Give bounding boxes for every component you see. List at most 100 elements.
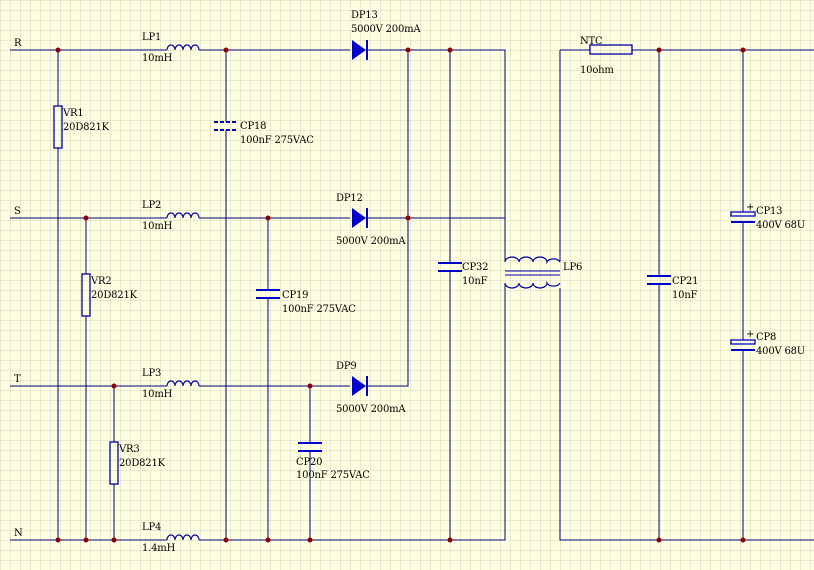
dp13-value: 5000V 200mA xyxy=(351,24,421,35)
inductor-lp4-symbol xyxy=(166,534,200,541)
junction-dot xyxy=(447,47,453,53)
choke-lp6-symbol xyxy=(504,218,561,290)
cp18-ref: CP18 xyxy=(240,121,266,132)
inductor-lp1-symbol xyxy=(166,44,200,51)
lp2-value: 10mH xyxy=(142,221,173,232)
vr3-ref: VR3 xyxy=(118,444,140,455)
capacitor-cp21-symbol xyxy=(647,275,671,285)
junction-dot xyxy=(55,47,61,53)
varistor-vr1[interactable]: VR1 20D821K xyxy=(53,105,110,149)
lp3-ref: LP3 xyxy=(142,368,161,379)
varistor-vr2-symbol xyxy=(81,273,91,317)
diode-dp13[interactable]: DP13 5000V 200mA xyxy=(351,10,422,60)
lp4-value: 1.4mH xyxy=(142,543,176,554)
cp8-polarity: + xyxy=(746,329,754,340)
capacitor-cp18[interactable]: CP18 100nF 275VAC xyxy=(214,121,314,146)
net-label-s: S xyxy=(14,206,21,217)
junction-dot xyxy=(83,537,89,543)
cp8-ref: CP8 xyxy=(756,332,776,343)
inductor-lp3[interactable]: LP3 10mH xyxy=(142,368,200,400)
cp32-ref: CP32 xyxy=(462,262,488,273)
diode-dp12[interactable]: DP12 5000V 200mA xyxy=(336,193,407,247)
capacitor-cp32[interactable]: CP32 10nF xyxy=(438,262,489,287)
choke-lp6[interactable]: LP6 xyxy=(504,218,582,290)
junction-dot xyxy=(405,47,411,53)
diode-dp12-symbol xyxy=(352,208,368,228)
lp6-ref: LP6 xyxy=(563,262,582,273)
cp21-value: 10nF xyxy=(672,290,698,301)
inductor-lp2-symbol xyxy=(166,212,200,219)
capacitor-cp20[interactable]: CP20 100nF 275VAC xyxy=(296,442,370,481)
lp1-ref: LP1 xyxy=(142,32,161,43)
junction-dot xyxy=(265,537,271,543)
junction-dot xyxy=(55,537,61,543)
junction-dot xyxy=(83,215,89,221)
net-label-r: R xyxy=(14,38,22,49)
capacitor-cp13[interactable]: + CP13 400V 68U xyxy=(730,202,805,231)
junction-dot xyxy=(740,537,746,543)
cp19-ref: CP19 xyxy=(282,290,308,301)
capacitor-cp18-symbol xyxy=(214,121,238,131)
inductor-lp2[interactable]: LP2 10mH xyxy=(142,200,200,232)
capacitor-cp13-symbol xyxy=(730,211,756,223)
dp12-value: 5000V 200mA xyxy=(336,236,406,247)
dp9-ref: DP9 xyxy=(336,361,357,372)
dp12-ref: DP12 xyxy=(336,193,363,204)
capacitor-cp8-symbol xyxy=(730,339,756,351)
cp20-ref: CP20 xyxy=(296,457,322,468)
junction-dot xyxy=(405,215,411,221)
inductor-lp4[interactable]: LP4 1.4mH xyxy=(142,522,200,554)
lp2-ref: LP2 xyxy=(142,200,161,211)
capacitor-cp19-symbol xyxy=(256,289,280,299)
ntc-ref: NTC xyxy=(580,36,603,47)
capacitor-cp21[interactable]: CP21 10nF xyxy=(647,275,699,301)
dp9-value: 5000V 200mA xyxy=(336,404,406,415)
cp13-value: 400V 68U xyxy=(756,220,805,231)
junction-dot xyxy=(223,537,229,543)
dp13-ref: DP13 xyxy=(351,10,378,21)
junction-dot xyxy=(447,537,453,543)
diode-dp9[interactable]: DP9 5000V 200mA xyxy=(336,361,407,415)
cp13-polarity: + xyxy=(746,202,754,213)
junction-dot xyxy=(111,383,117,389)
junction-dot xyxy=(265,215,271,221)
capacitor-cp20-symbol xyxy=(298,442,322,452)
vr2-ref: VR2 xyxy=(90,276,112,287)
cp8-value: 400V 68U xyxy=(756,346,805,357)
ntc-value: 10ohm xyxy=(580,65,614,76)
net-label-t: T xyxy=(14,374,21,385)
lp1-value: 10mH xyxy=(142,53,173,64)
vr2-value: 20D821K xyxy=(91,290,138,301)
cp13-ref: CP13 xyxy=(756,206,782,217)
cp18-value: 100nF 275VAC xyxy=(240,135,314,146)
wires xyxy=(10,49,814,541)
vr1-value: 20D821K xyxy=(63,122,110,133)
junction-dot xyxy=(740,47,746,53)
vr1-ref: VR1 xyxy=(62,108,84,119)
thermistor-ntc-symbol xyxy=(589,44,633,55)
junction-dot xyxy=(307,383,313,389)
thermistor-ntc[interactable]: NTC 10ohm xyxy=(580,36,633,76)
varistor-vr2[interactable]: VR2 20D821K xyxy=(81,273,138,317)
diode-dp9-symbol xyxy=(352,376,368,396)
cp21-ref: CP21 xyxy=(672,276,698,287)
varistor-vr1-symbol xyxy=(53,105,63,149)
junction-dot xyxy=(223,47,229,53)
inductor-lp3-symbol xyxy=(166,380,200,387)
capacitor-cp8[interactable]: + CP8 400V 68U xyxy=(730,329,805,357)
cp32-value: 10nF xyxy=(462,276,488,287)
inductor-lp1[interactable]: LP1 10mH xyxy=(142,32,200,64)
varistor-vr3[interactable]: VR3 20D821K xyxy=(109,441,166,485)
capacitor-cp19[interactable]: CP19 100nF 275VAC xyxy=(256,289,356,315)
junction-dot xyxy=(111,537,117,543)
junction-dot xyxy=(307,537,313,543)
lp4-ref: LP4 xyxy=(142,522,161,533)
junction-dot xyxy=(656,537,662,543)
diode-dp13-symbol xyxy=(352,40,368,60)
vr3-value: 20D821K xyxy=(119,458,166,469)
varistor-vr3-symbol xyxy=(109,441,119,485)
capacitor-cp32-symbol xyxy=(438,262,462,272)
cp20-value: 100nF 275VAC xyxy=(296,470,370,481)
